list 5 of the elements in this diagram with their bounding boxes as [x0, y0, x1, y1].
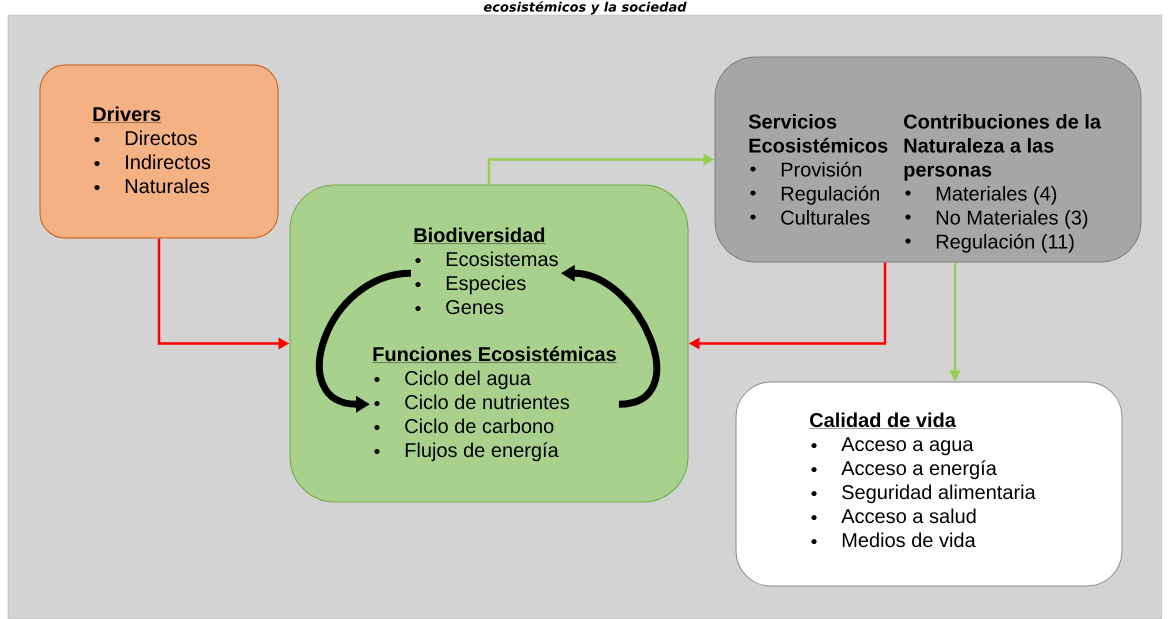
rounded-box: Servicios Ecosistémicos Provisión Regulación Culturales Contribuciones de la Naturaleza a las personas Materiales (4) No Materiales (3) Regulación (11)	[714, 56, 1142, 263]
rounded-box: Calidad de vida Acceso a agua Acceso a energía Seguridad alimentaria Acceso a salud Medios de vida	[735, 381, 1123, 587]
rounded-box	[289, 184, 689, 503]
title: ecosistémicos y la sociedad	[483, 1, 687, 15]
rounded-box: Drivers Directos Indirectos Naturales	[39, 64, 279, 239]
